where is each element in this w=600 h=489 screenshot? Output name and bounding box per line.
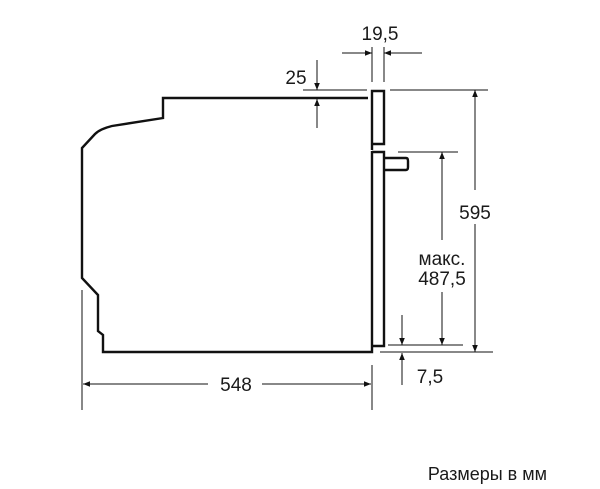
dimension-max-height: 487,5: [418, 269, 466, 290]
diagram-caption: Размеры в мм: [428, 464, 547, 484]
oven-door-panel-upper: [370, 89, 386, 150]
dimension-bottom-offset: 7,5: [417, 367, 443, 388]
dimension-door-thickness: 19,5: [362, 24, 399, 45]
oven-handle: [384, 156, 410, 172]
oven-door-panel-lower: [372, 150, 386, 348]
dimension-max-label: макс.: [419, 249, 466, 270]
dimension-depth: 548: [220, 375, 252, 396]
dimension-total-height: 595: [459, 203, 491, 224]
dimension-top-gap: 25: [285, 68, 306, 89]
oven-body-outline: [80, 96, 374, 354]
